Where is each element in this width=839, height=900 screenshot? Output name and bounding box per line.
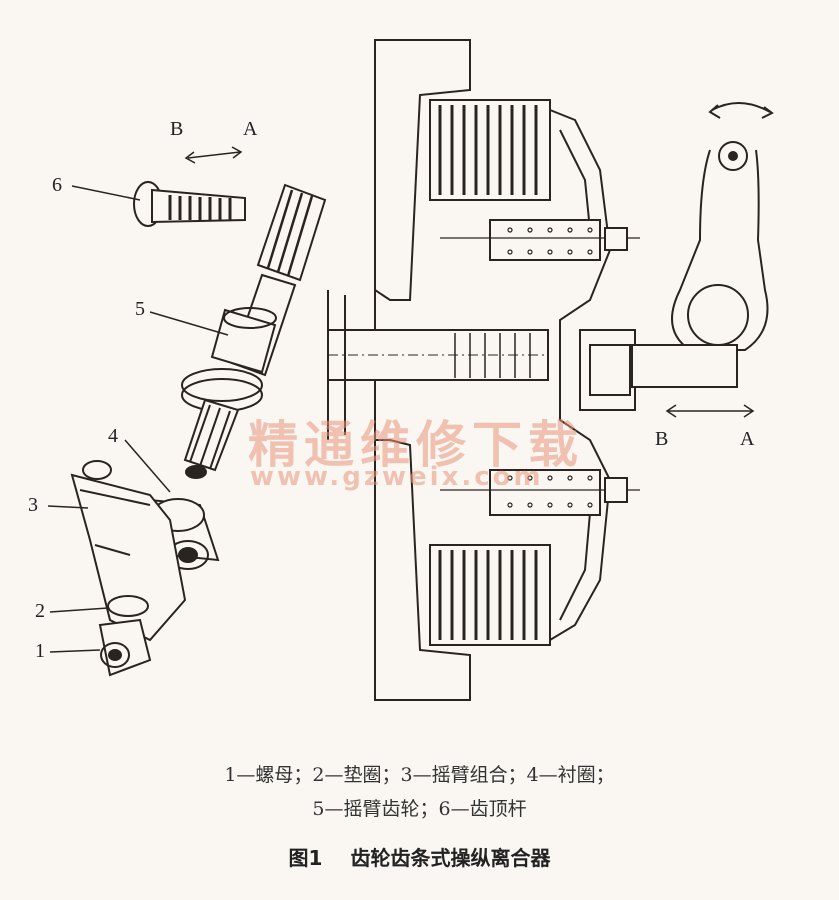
figure-caption: 图1 齿轮齿条式操纵离合器 bbox=[0, 842, 839, 871]
watermark-text: 精通维修下载 bbox=[248, 416, 584, 474]
direction-label-a-right: A bbox=[740, 428, 755, 450]
part-1-nut bbox=[98, 618, 152, 677]
part-6-rack-pin bbox=[133, 181, 246, 227]
direction-arrow-right bbox=[665, 404, 755, 418]
direction-label-a-top: A bbox=[243, 118, 258, 140]
label-part-3: 3 bbox=[28, 494, 38, 516]
direction-label-b-top: B bbox=[170, 118, 184, 140]
label-part-1: 1 bbox=[35, 640, 45, 662]
part-5-rocker-gear bbox=[181, 183, 327, 479]
label-part-5: 5 bbox=[135, 298, 145, 320]
figure-title: 齿轮齿条式操纵离合器 bbox=[350, 846, 551, 870]
part-2-washer bbox=[107, 595, 149, 617]
direction-label-b-right: B bbox=[655, 428, 669, 450]
clutch-assembly bbox=[327, 39, 640, 701]
label-part-6: 6 bbox=[52, 174, 62, 196]
legend-line-2: 5—摇臂齿轮；6—齿顶杆 bbox=[312, 798, 527, 820]
watermark-url: www.gzweix.com bbox=[250, 462, 544, 492]
part-3-rocker-arm bbox=[70, 460, 187, 642]
label-part-4: 4 bbox=[108, 425, 118, 447]
label-part-2: 2 bbox=[35, 600, 45, 622]
figure-number: 图1 bbox=[288, 846, 323, 870]
rocker-lever bbox=[631, 102, 774, 388]
clutch-diagram bbox=[47, 39, 774, 701]
direction-arrow-top bbox=[184, 146, 243, 164]
leader-lines bbox=[47, 185, 229, 653]
legend-line-1: 1—螺母；2—垫圈；3—摇臂组合；4—衬圈； bbox=[224, 764, 615, 786]
